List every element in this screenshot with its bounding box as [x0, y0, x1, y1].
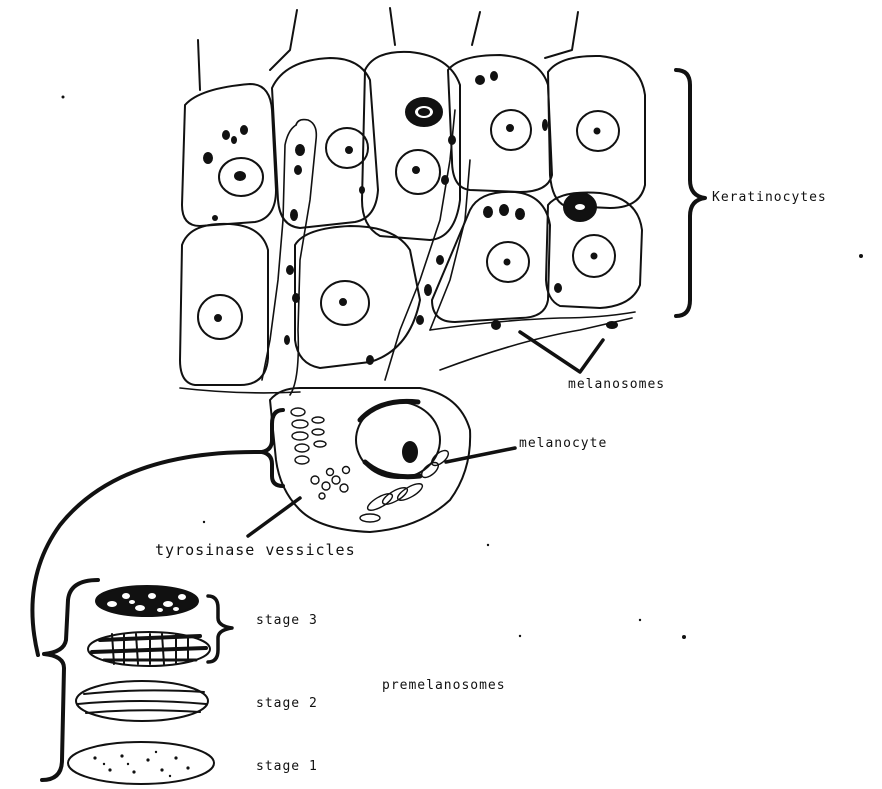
premelanosome-stage2 — [76, 681, 208, 721]
melanosomes-pointer — [520, 332, 603, 372]
melanocyte-pointer — [446, 448, 515, 462]
keratinocyte-cell-top-3 — [362, 52, 460, 240]
tyrosinase-pointer — [248, 498, 300, 536]
label-premelanosomes: premelanosomes — [382, 678, 506, 693]
keratinocyte-cell-bottom-1 — [180, 224, 268, 385]
label-stage-2: stage 2 — [256, 696, 318, 711]
keratinocyte-cell-top-1 — [182, 84, 276, 226]
keratinocyte-cell-bottom-2 — [295, 226, 420, 368]
keratinocyte-cell-top-4 — [448, 55, 552, 192]
premelanosome-stage1 — [68, 742, 214, 784]
keratinocytes-brace — [676, 70, 705, 316]
premelanosome-stage3-upper — [96, 586, 198, 616]
upper-cell-boundaries — [198, 8, 578, 90]
label-melanosomes: melanosomes — [568, 377, 665, 392]
premelanosome-stage3-lower — [88, 632, 210, 666]
keratinocyte-cell-top-5 — [548, 56, 645, 208]
stage3-brace — [208, 596, 232, 662]
label-keratinocytes: Keratinocytes — [712, 190, 827, 205]
label-melanocyte: melanocyte — [519, 436, 607, 451]
label-stage-3: stage 3 — [256, 613, 318, 628]
label-tyrosinase-vesicles: tyrosinase vessicles — [155, 541, 356, 559]
label-stage-1: stage 1 — [256, 759, 318, 774]
premelanosomes-brace — [42, 580, 98, 780]
